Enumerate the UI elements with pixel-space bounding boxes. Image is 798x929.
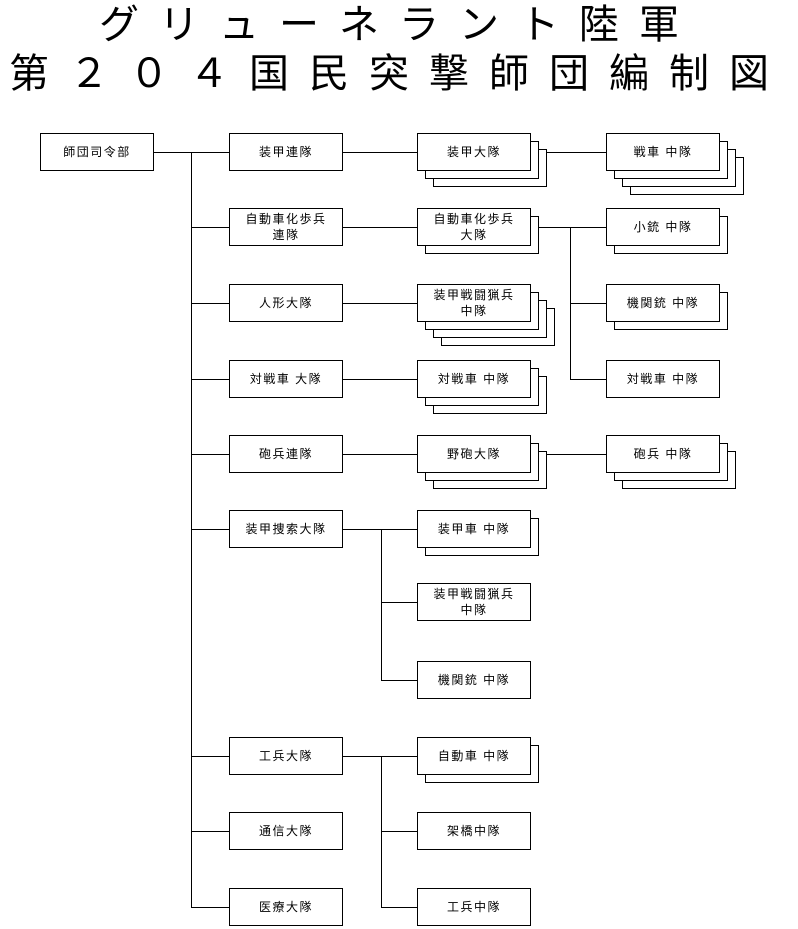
org-box-engineer-company-label: 工兵中隊 — [446, 900, 501, 914]
connector-line-horizontal — [191, 907, 229, 908]
org-box-motorized-infantry-regiment-label: 自動車化歩兵 — [245, 212, 327, 226]
org-box-doll-battalion-label: 人形大隊 — [258, 296, 313, 310]
connector-line-horizontal — [381, 907, 417, 908]
org-box-rifle-company-label: 小銃 中隊 — [633, 220, 693, 234]
chart-title-line2: 第２０４国民突撃師団編制図 — [9, 51, 789, 96]
org-box-medical-battalion-label: 医療大隊 — [258, 900, 313, 914]
org-box-antitank-company-1: 対戦車 中隊 — [417, 360, 531, 398]
connector-line-vertical — [381, 529, 382, 681]
org-box-armored-battalion-label: 装甲大隊 — [446, 145, 501, 159]
connector-line-horizontal — [531, 152, 606, 153]
org-box-motorized-infantry-battalion-label: 大隊 — [460, 228, 488, 242]
org-box-armored-car-company-label: 装甲車 中隊 — [437, 522, 511, 536]
connector-line-horizontal — [191, 529, 229, 530]
org-box-armored-combat-jaeger-company-2: 装甲戦闘猟兵中隊 — [417, 583, 531, 621]
org-box-field-artillery-battalion: 野砲大隊 — [417, 435, 531, 473]
connector-line-horizontal — [191, 831, 229, 832]
org-box-motor-company: 自動車 中隊 — [417, 737, 531, 775]
connector-line-horizontal — [191, 303, 229, 304]
org-box-motor-company-label: 自動車 中隊 — [437, 749, 511, 763]
org-box-division-hq-label: 師団司令部 — [63, 145, 131, 159]
org-box-engineer-battalion-label: 工兵大隊 — [258, 749, 313, 763]
org-box-tank-company: 戦車 中隊 — [606, 133, 720, 171]
org-box-armored-car-company: 装甲車 中隊 — [417, 510, 531, 548]
org-box-armored-combat-jaeger-company-2-label: 装甲戦闘猟兵 — [433, 587, 515, 601]
org-box-armored-combat-jaeger-company-1-label: 装甲戦闘猟兵 — [433, 288, 515, 302]
org-box-bridging-company: 架橋中隊 — [417, 812, 531, 850]
org-box-artillery-company: 砲兵 中隊 — [606, 435, 720, 473]
org-box-motorized-infantry-battalion-label: 自動車化歩兵 — [433, 212, 515, 226]
connector-line-vertical — [191, 152, 192, 908]
org-box-artillery-regiment-label: 砲兵連隊 — [258, 447, 313, 461]
org-box-antitank-company-2-label: 対戦車 中隊 — [626, 372, 700, 386]
org-box-field-artillery-battalion-label: 野砲大隊 — [446, 447, 501, 461]
org-box-motorized-infantry-regiment: 自動車化歩兵連隊 — [229, 208, 343, 246]
org-box-armored-regiment: 装甲連隊 — [229, 133, 343, 171]
connector-line-horizontal — [570, 303, 606, 304]
org-box-armored-recon-battalion: 装甲捜索大隊 — [229, 510, 343, 548]
org-box-armored-regiment-label: 装甲連隊 — [258, 145, 313, 159]
connector-line-horizontal — [531, 454, 606, 455]
connector-line-horizontal — [381, 602, 417, 603]
org-box-antitank-company-2: 対戦車 中隊 — [606, 360, 720, 398]
connector-line-horizontal — [343, 756, 417, 757]
org-box-bridging-company-label: 架橋中隊 — [446, 824, 501, 838]
org-box-division-hq: 師団司令部 — [40, 133, 154, 171]
org-box-armored-recon-battalion-label: 装甲捜索大隊 — [245, 522, 327, 536]
org-box-machinegun-company-2-label: 機関銃 中隊 — [437, 673, 511, 687]
org-box-antitank-company-1-label: 対戦車 中隊 — [437, 372, 511, 386]
org-box-doll-battalion: 人形大隊 — [229, 284, 343, 322]
connector-line-horizontal — [531, 227, 606, 228]
org-box-antitank-battalion-label: 対戦車 大隊 — [249, 372, 323, 386]
connector-line-horizontal — [343, 529, 417, 530]
connector-line-horizontal — [381, 680, 417, 681]
connector-line-horizontal — [343, 454, 417, 455]
org-box-medical-battalion: 医療大隊 — [229, 888, 343, 926]
org-box-engineer-company: 工兵中隊 — [417, 888, 531, 926]
org-box-motorized-infantry-regiment-label: 連隊 — [272, 228, 300, 242]
connector-line-horizontal — [191, 756, 229, 757]
org-box-artillery-regiment: 砲兵連隊 — [229, 435, 343, 473]
connector-line-horizontal — [191, 227, 229, 228]
org-box-machinegun-company-2: 機関銃 中隊 — [417, 661, 531, 699]
org-box-machinegun-company-1-label: 機関銃 中隊 — [626, 296, 700, 310]
org-box-armored-combat-jaeger-company-2-label: 中隊 — [460, 603, 488, 617]
connector-line-horizontal — [343, 303, 417, 304]
connector-line-horizontal — [381, 831, 417, 832]
org-box-signal-battalion: 通信大隊 — [229, 812, 343, 850]
org-box-antitank-battalion: 対戦車 大隊 — [229, 360, 343, 398]
connector-line-horizontal — [343, 152, 417, 153]
org-box-engineer-battalion: 工兵大隊 — [229, 737, 343, 775]
org-box-armored-combat-jaeger-company-1: 装甲戦闘猟兵中隊 — [417, 284, 531, 322]
connector-line-horizontal — [343, 379, 417, 380]
chart-title-line1: グリューネラント陸軍 — [99, 2, 699, 47]
chart-title: グリューネラント陸軍 第２０４国民突撃師団編制図 — [0, 0, 798, 98]
org-box-signal-battalion-label: 通信大隊 — [258, 824, 313, 838]
org-box-tank-company-label: 戦車 中隊 — [633, 145, 693, 159]
org-box-artillery-company-label: 砲兵 中隊 — [633, 447, 693, 461]
org-box-machinegun-company-1: 機関銃 中隊 — [606, 284, 720, 322]
org-box-armored-battalion: 装甲大隊 — [417, 133, 531, 171]
org-box-armored-combat-jaeger-company-1-label: 中隊 — [460, 304, 488, 318]
connector-line-horizontal — [570, 379, 606, 380]
org-box-rifle-company: 小銃 中隊 — [606, 208, 720, 246]
connector-line-horizontal — [191, 454, 229, 455]
connector-line-horizontal — [191, 379, 229, 380]
connector-line-horizontal — [343, 227, 417, 228]
connector-line-vertical — [381, 756, 382, 908]
org-box-motorized-infantry-battalion: 自動車化歩兵大隊 — [417, 208, 531, 246]
